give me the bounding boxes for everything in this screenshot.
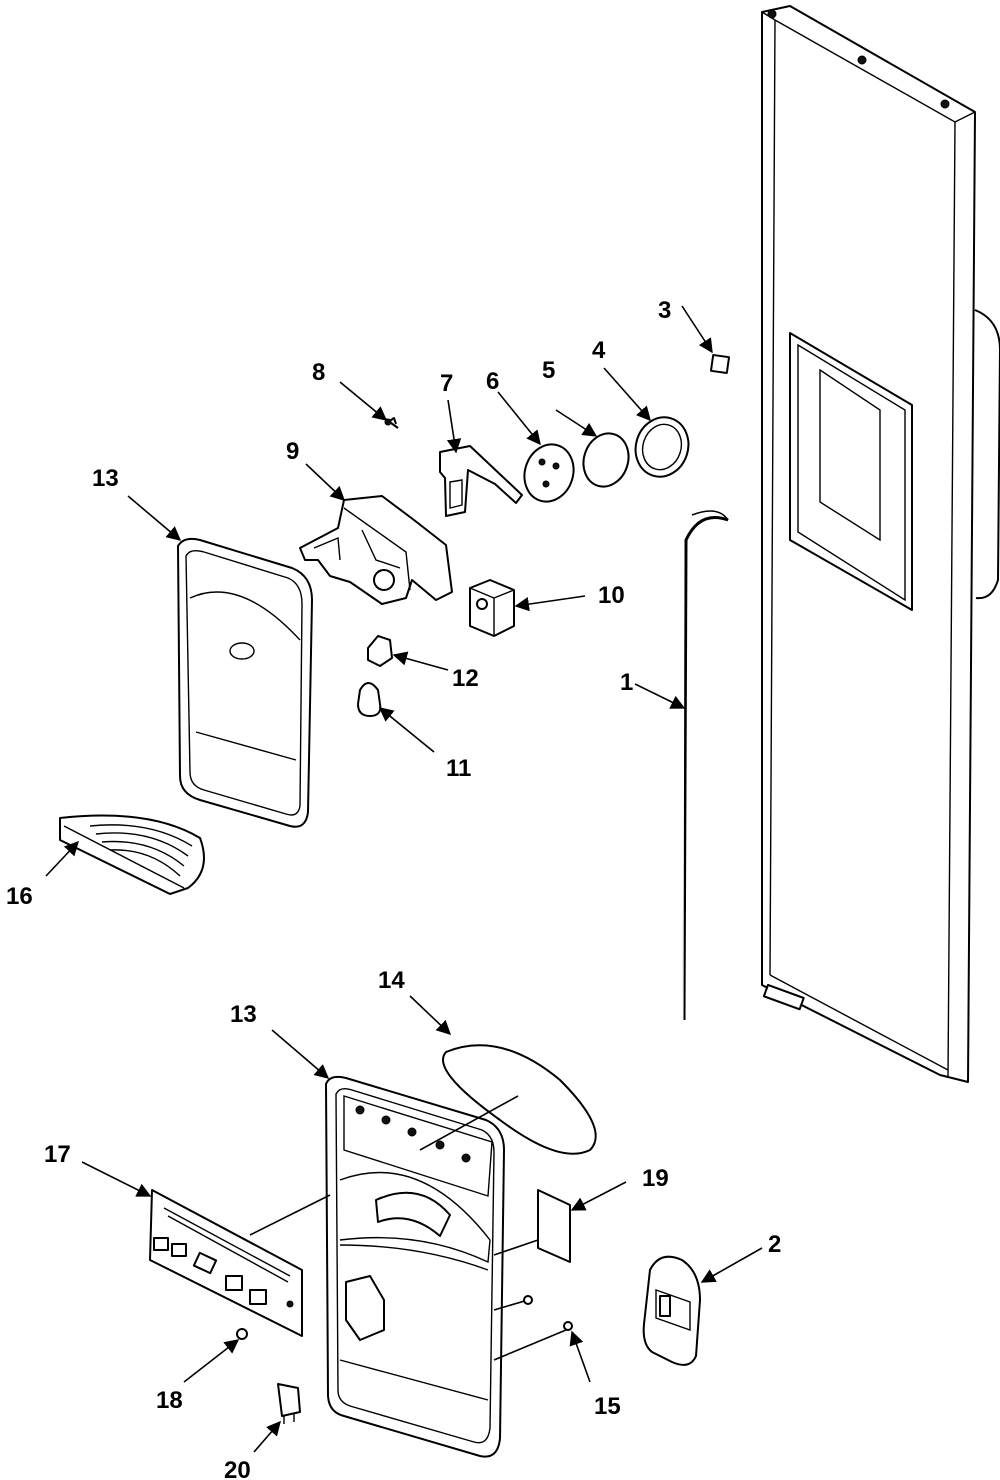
- part-15-screw: [523, 1295, 573, 1331]
- part-2-ice-paddle: [642, 1255, 701, 1366]
- part-13-upper-dispenser-cover: [177, 537, 313, 828]
- callout-7: 7: [440, 370, 453, 397]
- callout-5: 5: [542, 357, 555, 384]
- part-13-lower-front-panel: [325, 1075, 505, 1458]
- part-5-lens: [582, 432, 630, 488]
- callout-11: 11: [446, 755, 471, 782]
- part-3-small-clip: [709, 353, 731, 375]
- callout-16: 16: [6, 883, 33, 910]
- callout-3: 3: [658, 297, 671, 324]
- freezer-door: [761, 5, 1000, 1083]
- callout-12: 12: [452, 665, 479, 692]
- part-11-nozzle: [357, 682, 382, 717]
- part-16-drip-tray: [59, 814, 205, 895]
- part-14-overlay: [442, 1044, 597, 1155]
- leader-arrows: [45, 305, 763, 1453]
- part-7-actuator-lever: [439, 445, 523, 517]
- callout-18: 18: [156, 1387, 183, 1414]
- part-20-switch: [277, 1383, 301, 1424]
- part-6-light-socket: [523, 443, 575, 503]
- part-10-solenoid: [469, 579, 515, 637]
- part-4-light-ring: [634, 416, 690, 478]
- callout-20: 20: [224, 1457, 251, 1480]
- part-1-water-tube: [682, 510, 729, 1023]
- callout-10: 10: [598, 582, 625, 609]
- phantom-lines: [249, 1095, 567, 1361]
- callout-13-lower: 13: [230, 1001, 257, 1028]
- part-17-control-board: [149, 1189, 303, 1337]
- callout-19: 19: [642, 1165, 669, 1192]
- callout-14: 14: [378, 967, 405, 994]
- callout-17: 17: [44, 1141, 71, 1168]
- callout-9: 9: [286, 438, 299, 465]
- part-18-screw: [236, 1328, 248, 1340]
- part-19-label: [537, 1189, 571, 1263]
- part-12-cap: [367, 635, 393, 667]
- callout-4: 4: [592, 337, 606, 364]
- callout-1: 1: [620, 669, 633, 696]
- callout-8: 8: [312, 359, 325, 386]
- callout-labels: 1 2 3 4 5 6 7 8 9 10 11 12 13 13 14 15 1…: [6, 297, 781, 1480]
- callout-15: 15: [594, 1393, 621, 1420]
- callout-13-upper: 13: [92, 465, 119, 492]
- part-9-dispenser-housing: [299, 495, 453, 605]
- callout-2: 2: [768, 1231, 781, 1258]
- callout-6: 6: [486, 368, 499, 395]
